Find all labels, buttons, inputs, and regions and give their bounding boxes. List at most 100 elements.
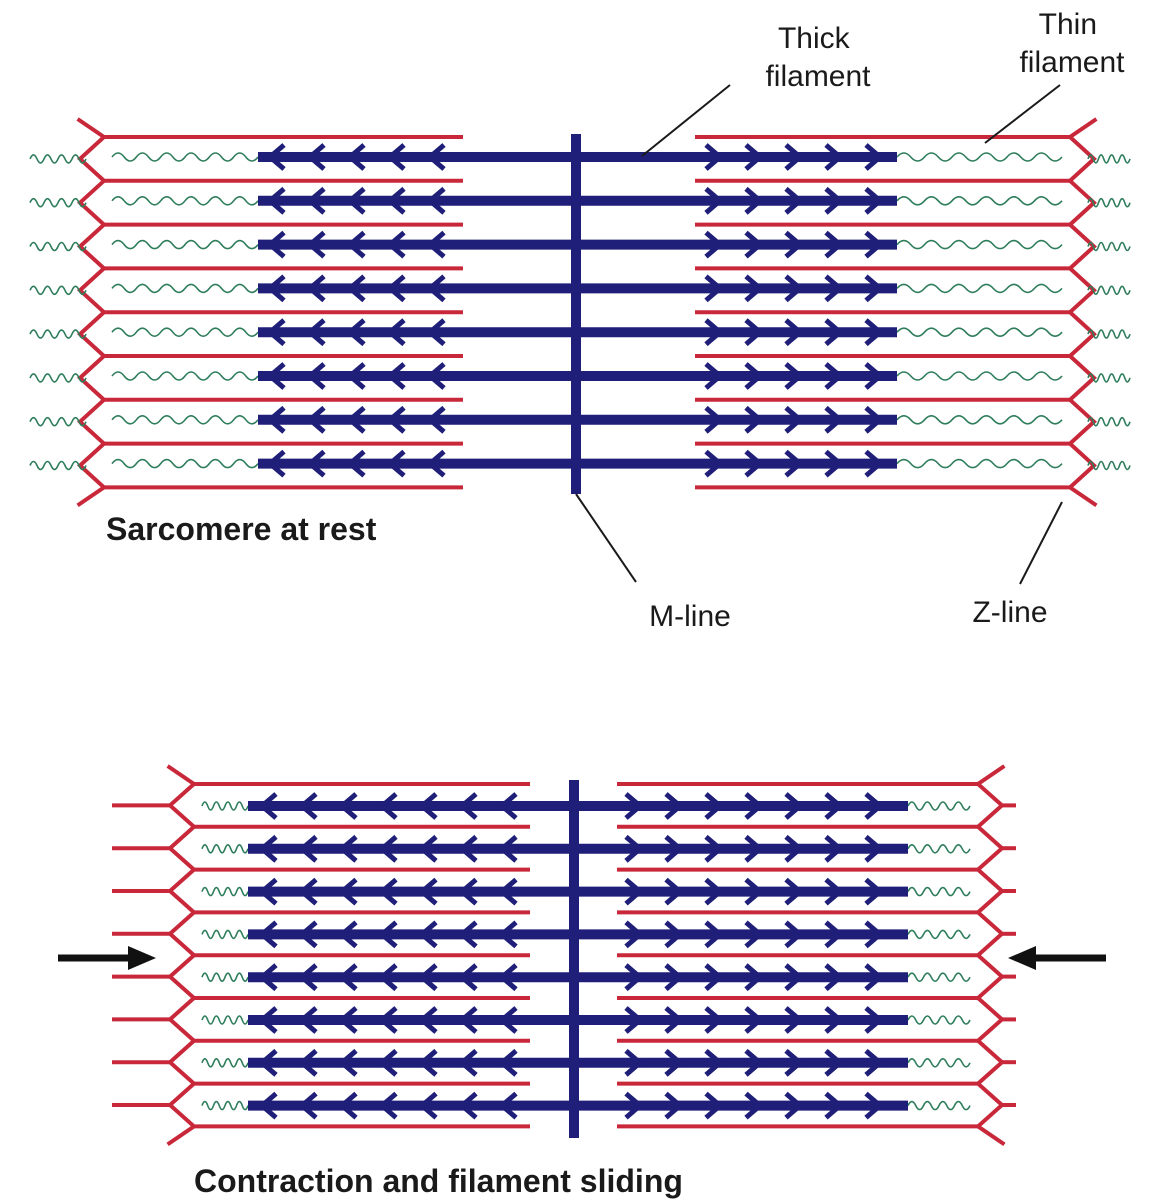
myosin-head (704, 1006, 724, 1034)
myosin-head (426, 186, 446, 215)
myosin-head (346, 274, 366, 303)
myosin-head (498, 920, 518, 949)
myosin-head (346, 405, 366, 434)
myosin-head (338, 792, 358, 820)
myosin-head (784, 362, 804, 390)
myosin-head (824, 186, 844, 215)
titin-spring-right (896, 152, 1063, 162)
myosin-head (386, 143, 406, 171)
myosin-head (624, 877, 644, 906)
z-line-left (76, 117, 108, 508)
myosin-head (346, 143, 366, 171)
titin-spring-left (111, 371, 259, 381)
myosin-head (744, 362, 764, 390)
myosin-head (744, 1006, 764, 1034)
myosin-head (824, 792, 844, 820)
myosin-head (298, 834, 318, 863)
myosin-head (338, 877, 358, 906)
myosin-head (426, 362, 446, 390)
myosin-head (864, 362, 884, 390)
titin-spring-outer-left (29, 285, 87, 296)
myosin-head (418, 1006, 438, 1034)
myosin-head (704, 274, 724, 303)
titin-spring-outer-right (1087, 241, 1131, 252)
titin-spring-right (907, 1100, 971, 1111)
myosin-head (704, 449, 724, 478)
titin-spring-outer-right (1087, 197, 1131, 208)
myosin-head (864, 920, 884, 949)
myosin-head (744, 792, 764, 820)
titin-spring-outer-right (1087, 329, 1131, 339)
myosin-head (378, 1006, 398, 1034)
myosin-head (864, 405, 884, 434)
myosin-head (864, 792, 884, 820)
thick-filament-label-line2: filament (765, 60, 871, 93)
thick-filament-label-line1: Thick (778, 22, 851, 55)
myosin-head (824, 449, 844, 478)
myosin-head (744, 1091, 764, 1120)
titin-spring-left (201, 886, 249, 897)
myosin-head (458, 1006, 478, 1034)
myosin-head (624, 1048, 644, 1077)
myosin-head (426, 449, 446, 478)
titin-spring-right (896, 239, 1063, 250)
titin-spring-left (201, 1058, 249, 1068)
myosin-head (824, 1006, 844, 1034)
titin-spring-right (907, 1015, 971, 1025)
myosin-head (824, 230, 844, 259)
myosin-head (386, 449, 406, 478)
myosin-head (824, 143, 844, 171)
myosin-head (824, 834, 844, 863)
myosin-head (784, 1006, 804, 1034)
myosin-head (418, 963, 438, 992)
myosin-head (824, 920, 844, 949)
myosin-head (744, 449, 764, 478)
myosin-head (784, 877, 804, 906)
titin-spring-right (907, 929, 971, 940)
myosin-head (306, 274, 326, 303)
myosin-head (704, 362, 724, 390)
sarcomere-rest-panel (29, 117, 1131, 508)
myosin-head (386, 362, 406, 390)
myosin-head (864, 449, 884, 478)
myosin-head (298, 963, 318, 992)
myosin-head (784, 405, 804, 434)
myosin-head (458, 877, 478, 906)
myosin-head (704, 792, 724, 820)
myosin-head (266, 362, 286, 390)
myosin-head (298, 877, 318, 906)
titin-spring-left (201, 1100, 249, 1111)
titin-spring-left (201, 844, 249, 854)
myosin-head (704, 1091, 724, 1120)
titin-spring-outer-left (29, 154, 87, 164)
myosin-head (426, 143, 446, 171)
titin-spring-outer-left (29, 416, 87, 427)
myosin-head (824, 877, 844, 906)
titin-spring-outer-left (29, 241, 87, 252)
arrow-right-icon (58, 946, 156, 970)
myosin-head (784, 186, 804, 215)
titin-spring-left (111, 458, 259, 469)
myosin-head (498, 792, 518, 820)
myosin-head (338, 1048, 358, 1077)
myosin-head (664, 1048, 684, 1077)
myosin-head (664, 792, 684, 820)
myosin-head (298, 792, 318, 820)
myosin-head (824, 963, 844, 992)
myosin-head (258, 963, 278, 992)
titin-spring-outer-left (29, 373, 87, 383)
myosin-head (864, 186, 884, 215)
myosin-head (784, 920, 804, 949)
myosin-head (664, 834, 684, 863)
myosin-head (266, 449, 286, 478)
m-line-leader (575, 493, 637, 583)
myosin-head (458, 920, 478, 949)
myosin-head (704, 834, 724, 863)
myosin-head (744, 318, 764, 347)
myosin-head (258, 1006, 278, 1034)
titin-spring-left (111, 239, 259, 250)
myosin-head (418, 1048, 438, 1077)
myosin-head (784, 792, 804, 820)
myosin-head (664, 1006, 684, 1034)
myosin-head (864, 274, 884, 303)
